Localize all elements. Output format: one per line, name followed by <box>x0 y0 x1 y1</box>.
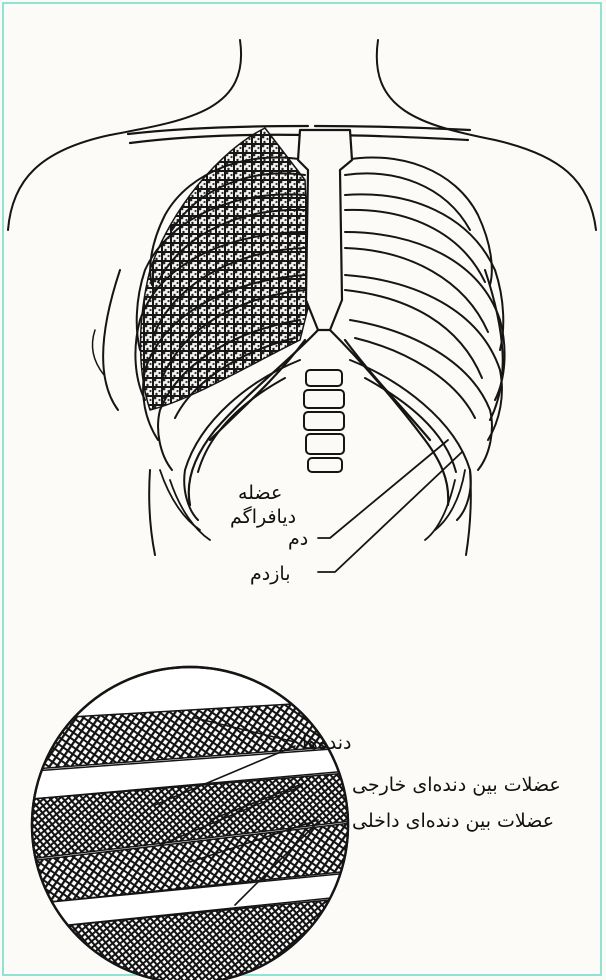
label-external-intercostal: عضلات بین دنده‌ای خارجی <box>352 776 561 795</box>
label-exhale: بازدم <box>250 565 290 584</box>
right-ribs <box>345 157 505 520</box>
spine <box>304 370 344 472</box>
sternum <box>298 130 352 330</box>
label-diaphragm: دیافراگم <box>230 508 296 527</box>
label-ribs: دنده‌ها <box>302 734 352 753</box>
label-internal-intercostal: عضلات بین دنده‌ای داخلی <box>352 812 554 831</box>
lower-ribs <box>160 470 465 540</box>
label-muscle: عضله <box>238 484 282 503</box>
label-inhale: دم <box>288 530 308 549</box>
